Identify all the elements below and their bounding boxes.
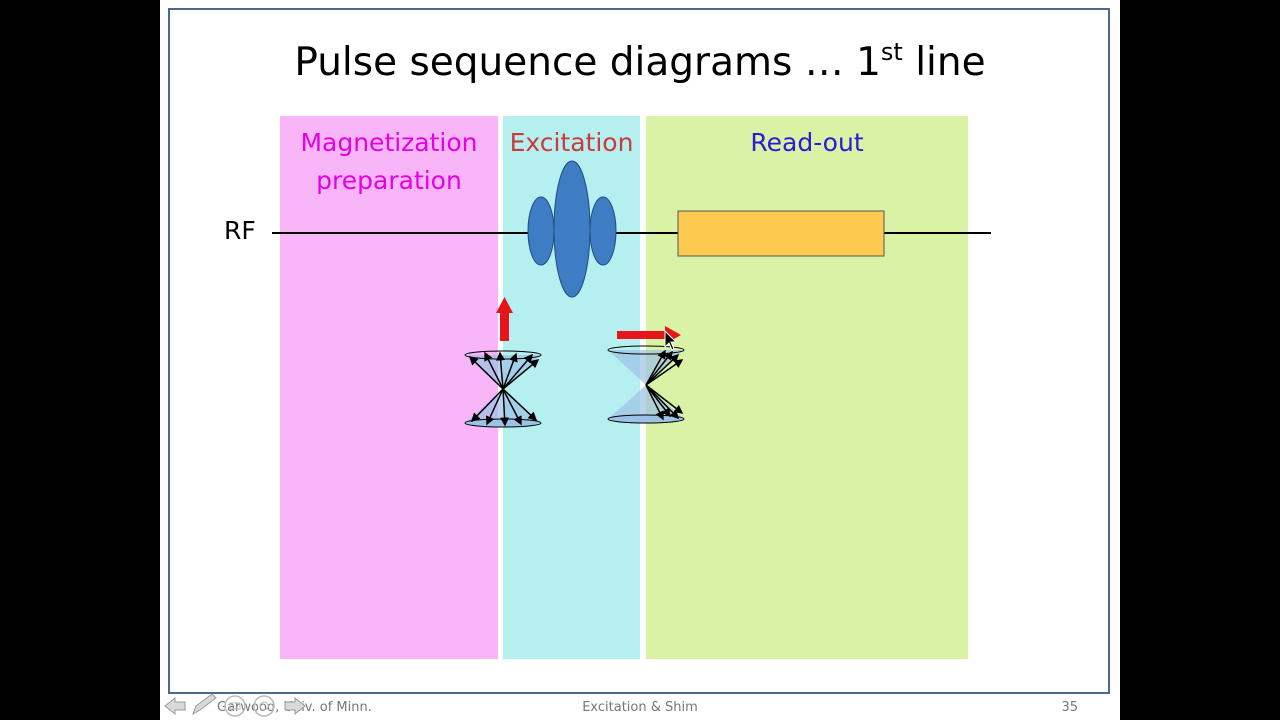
- menu-icon[interactable]: [224, 695, 246, 717]
- preparation-label: Magnetization preparation: [280, 124, 498, 200]
- pulse-sequence-diagram: [272, 160, 991, 428]
- slide: Pulse sequence diagrams … 1st line Magne…: [160, 0, 1120, 720]
- slideshow-nav-bar: [164, 693, 306, 717]
- readout-block: [677, 210, 885, 257]
- excitation-pulse: [527, 160, 617, 298]
- arrow-right-icon[interactable]: [284, 696, 306, 716]
- pulse-side-lobe-left: [527, 196, 555, 266]
- magnetization-arrow-up: [496, 297, 513, 341]
- readout-label: Read-out: [750, 128, 864, 157]
- preparation-band: Magnetization preparation: [280, 116, 498, 659]
- preparation-label-line2: preparation: [316, 166, 462, 195]
- slide-number: 35: [1061, 700, 1078, 715]
- title-main: Pulse sequence diagrams … 1: [294, 40, 881, 85]
- spin-cone-equilibrium: [464, 350, 542, 428]
- pulse-side-lobe-right: [589, 196, 617, 266]
- rf-label: RF: [224, 216, 256, 245]
- excitation-label: Excitation: [509, 128, 634, 157]
- title-superscript: st: [880, 38, 903, 66]
- arrow-left-icon[interactable]: [164, 696, 186, 716]
- excitation-band: Excitation: [503, 116, 640, 659]
- slide-frame: [168, 8, 1110, 694]
- spin-cone-excited: [607, 345, 685, 424]
- title-end: line: [902, 40, 986, 85]
- mouse-pointer-icon: [664, 330, 678, 351]
- readout-band: Read-out: [646, 116, 968, 659]
- slide-title: Pulse sequence diagrams … 1st line: [160, 38, 1120, 85]
- footer-title: Excitation & Shim: [582, 700, 698, 715]
- preparation-label-line1: Magnetization: [300, 128, 478, 157]
- zoom-icon[interactable]: [253, 695, 275, 717]
- pulse-main-lobe: [553, 160, 591, 298]
- pen-icon[interactable]: [192, 693, 217, 716]
